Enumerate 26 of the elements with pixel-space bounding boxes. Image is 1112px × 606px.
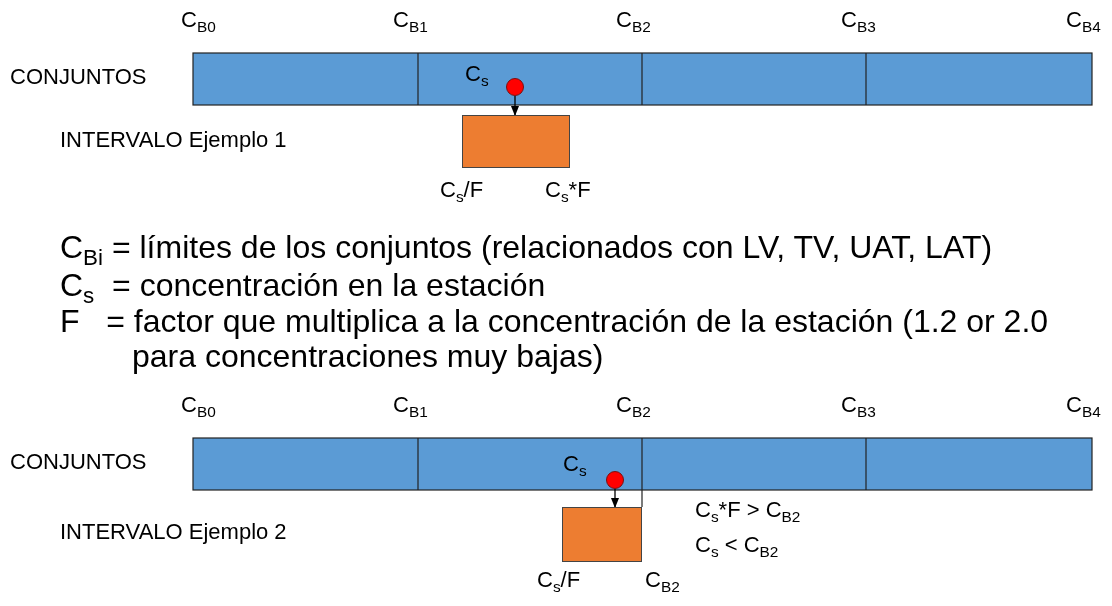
boundary-label: C$_{B0}$	[181, 8, 216, 37]
interval-box	[562, 507, 642, 562]
row-label: CONJUNTOS	[10, 65, 147, 90]
arrow	[610, 488, 620, 509]
boundary-label: C$_{B1}$	[393, 8, 428, 37]
interval-box	[462, 115, 570, 168]
row-label: INTERVALO Ejemplo 1	[60, 128, 287, 153]
row-label: CONJUNTOS	[10, 450, 147, 475]
condition-text: C$_{s}$ < C$_{B2}$	[695, 533, 779, 562]
boundary-label: C$_{B3}$	[841, 393, 876, 422]
interval-bound-label: C$_{s}$/F	[440, 178, 484, 207]
interval-bound-label: C$_{s}$*F	[545, 178, 591, 207]
interval-bound-label: C$_{B2}$	[645, 568, 680, 597]
boundary-label: C$_{B2}$	[616, 8, 651, 37]
interval-bound-label: C$_{s}$/F	[537, 568, 581, 597]
boundary-label: C$_{B0}$	[181, 393, 216, 422]
boundary-label: C$_{B2}$	[616, 393, 651, 422]
row-label: INTERVALO Ejemplo 2	[60, 520, 287, 545]
boundary-label: C$_{B4}$	[1066, 393, 1101, 422]
boundary-label: C$_{B4}$	[1066, 8, 1101, 37]
boundary-label: C$_{B1}$	[393, 393, 428, 422]
boundary-label: C$_{B3}$	[841, 8, 876, 37]
concentration-label: C$_{s}$	[563, 452, 587, 481]
condition-text: C$_{s}$*F > C$_{B2}$	[695, 498, 801, 527]
arrow	[510, 95, 520, 117]
concentration-label: C$_{s}$	[465, 62, 489, 91]
